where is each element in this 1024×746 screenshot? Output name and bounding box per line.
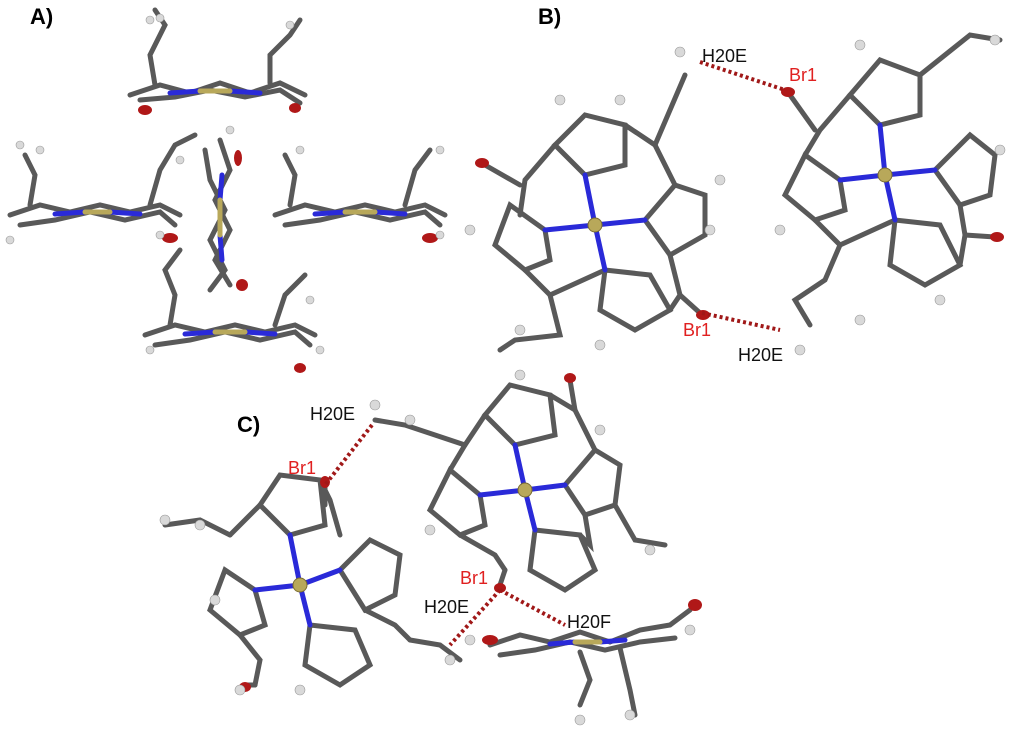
atom-label-c-h20f: H20F <box>567 612 611 632</box>
molecule-edge-a2 <box>7 132 198 243</box>
atom-label-b-br1-top: Br1 <box>789 65 817 85</box>
molecule-c-center <box>372 373 668 593</box>
panel-b-label: B) <box>538 4 561 29</box>
molecule-edge-a3 <box>272 147 448 243</box>
molecule-b-right <box>781 32 1004 328</box>
atom-label-b-h20e-top: H20E <box>702 46 747 66</box>
hydrogens-c <box>159 369 696 726</box>
atom-label-c-br1-top: Br1 <box>288 458 316 478</box>
atom-label-c-h20e-mid: H20E <box>424 597 469 617</box>
atom-label-b-h20e-bottom: H20E <box>738 345 783 365</box>
hydrogens-b <box>464 34 1006 356</box>
hbond-c-top <box>323 423 374 487</box>
molecule-edge-a1 <box>127 7 308 115</box>
hbond-b-bottom <box>701 311 781 332</box>
hydrogens-a <box>5 13 445 355</box>
panel-c: C) <box>159 369 702 726</box>
hbond-b-top <box>699 60 786 92</box>
molecule-edge-a-vertical <box>202 137 248 293</box>
atom-label-c-br1-mid: Br1 <box>460 568 488 588</box>
panel-b: B) <box>464 4 1006 365</box>
atom-label-b-br1-bottom: Br1 <box>683 320 711 340</box>
panel-a-label: A) <box>30 4 53 29</box>
hbond-c-mid <box>448 588 502 647</box>
atom-label-c-h20e-top: H20E <box>310 404 355 424</box>
molecule-b-left <box>475 72 710 353</box>
hbond-c-right <box>499 588 566 627</box>
panel-c-label: C) <box>237 412 260 437</box>
molecule-c-left <box>162 472 463 692</box>
molecule-edge-a4 <box>142 247 318 373</box>
panel-a: A) <box>5 4 448 373</box>
molecule-c-edge <box>482 599 702 718</box>
